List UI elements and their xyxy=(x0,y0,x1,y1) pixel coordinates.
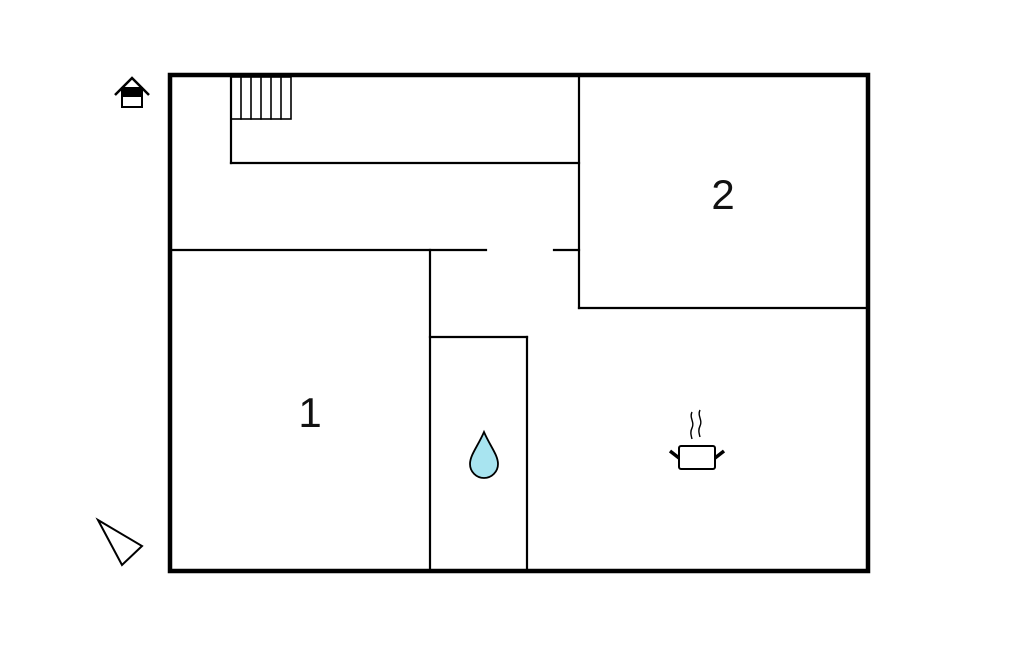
entrance-icon xyxy=(114,76,150,108)
kitchen-pot-icon xyxy=(668,409,726,470)
north-arrow-icon xyxy=(95,517,144,567)
bathroom-water-drop-icon xyxy=(469,429,499,479)
room-label-2: 2 xyxy=(711,171,734,218)
stairs-icon xyxy=(230,76,292,120)
outer-wall xyxy=(167,72,871,574)
room-label-1: 1 xyxy=(298,389,321,436)
interior-walls xyxy=(170,75,868,573)
